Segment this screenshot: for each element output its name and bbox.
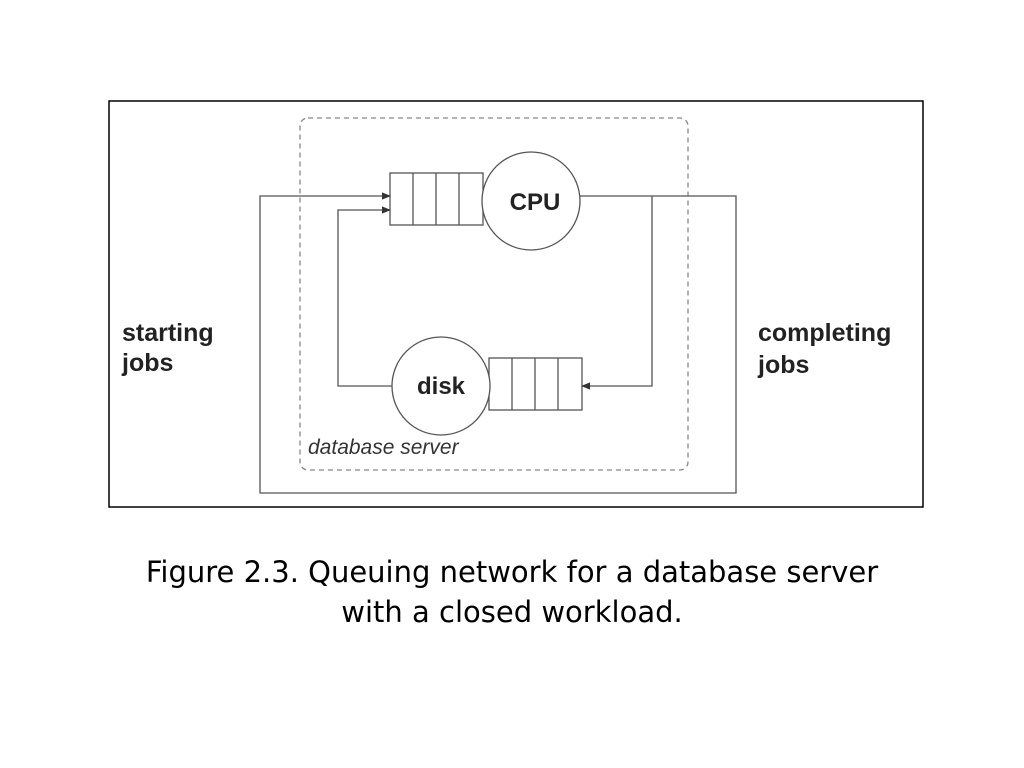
caption-line-2: with a closed workload.: [341, 595, 683, 629]
database-server-boundary: [299, 117, 689, 471]
figure-caption: Figure 2.3. Queuing network for a databa…: [0, 552, 1024, 632]
starting-label-line1: starting: [122, 319, 214, 347]
disk-to-cpu-flow-line: [337, 206, 392, 387]
figure-border: [108, 100, 924, 508]
starting-label-line2: jobs: [121, 349, 173, 377]
cpu-server-node: [481, 151, 581, 251]
caption-line-1: Figure 2.3. Queuing network for a databa…: [145, 555, 879, 589]
closed-loop-flow-line: [259, 192, 737, 494]
completing-label-line2: jobs: [757, 351, 809, 379]
queuing-network-diagram: CPU disk starting jobs completing jobs d…: [108, 100, 924, 508]
disk-queue: [488, 357, 583, 411]
completing-label-line1: completing: [758, 319, 891, 347]
cpu-to-disk-flow-line: [581, 196, 653, 390]
cpu-label: CPU: [510, 189, 561, 216]
disk-label: disk: [417, 373, 466, 400]
database-server-label: database server: [308, 436, 460, 459]
cpu-queue: [389, 172, 484, 226]
